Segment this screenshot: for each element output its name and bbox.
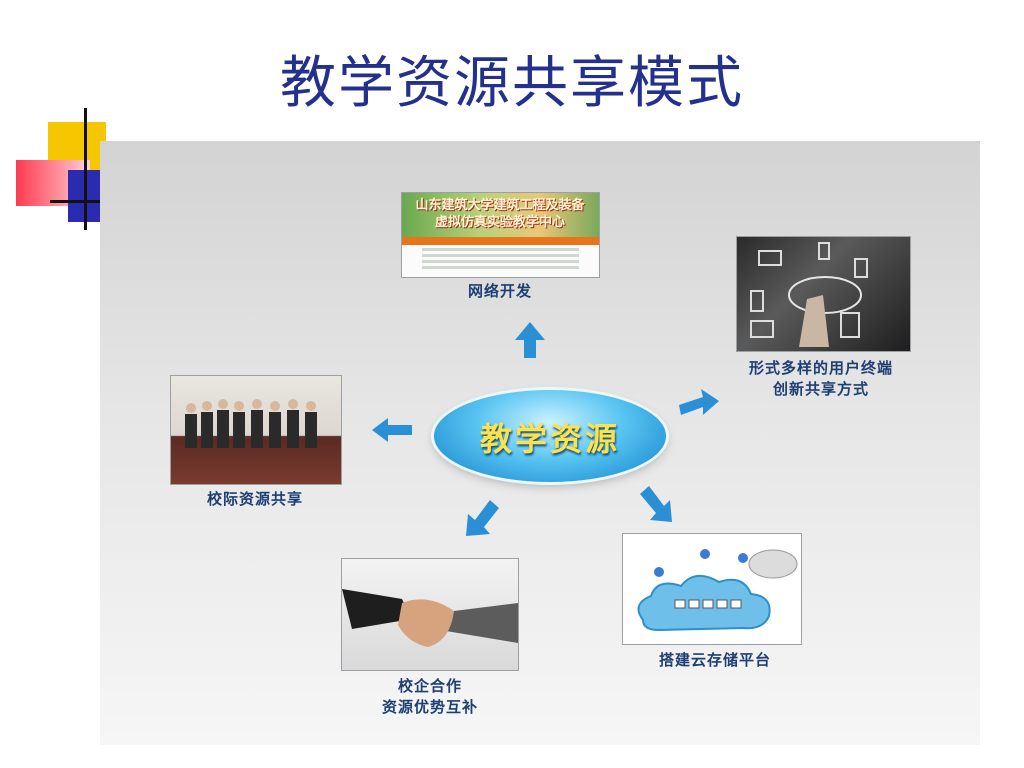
center-ellipse: 教学资源 xyxy=(434,390,666,482)
handshake-icon xyxy=(342,589,518,647)
website-navbar xyxy=(402,237,599,245)
deco-vertical-line xyxy=(84,108,87,230)
enterprise-handshake-photo xyxy=(341,558,519,671)
label-enterprise-line2: 资源优势互补 xyxy=(381,698,478,716)
arrow-up-icon xyxy=(515,322,545,358)
device-cloud-icon xyxy=(750,242,868,347)
label-enterprise: 校企合作 资源优势互补 xyxy=(340,676,520,718)
label-enterprise-line1: 校企合作 xyxy=(397,677,462,695)
label-user-terminal-line1: 形式多样的用户终端 xyxy=(748,359,893,377)
banner-line-2: 虚拟仿真实验教学中心 xyxy=(434,215,565,230)
label-inter-school: 校际资源共享 xyxy=(206,490,303,508)
label-user-terminal-line2: 创新共享方式 xyxy=(772,380,869,398)
arrow-down-right-icon xyxy=(640,486,672,522)
website-banner: 山东建筑大学建筑工程及装备 虚拟仿真实验教学中心 xyxy=(402,193,599,237)
cloud-storage-diagram xyxy=(622,533,802,645)
cloud-network-icon xyxy=(637,549,798,632)
user-terminal-image xyxy=(736,236,911,352)
label-cloud-storage: 搭建云存储平台 xyxy=(658,651,771,669)
school-exchange-photo xyxy=(170,375,342,485)
corner-decoration xyxy=(10,108,120,238)
arrow-right-icon xyxy=(679,389,719,415)
slide-title: 教学资源共享模式 xyxy=(280,51,744,116)
website-content xyxy=(402,245,599,277)
center-label: 教学资源 xyxy=(479,420,620,458)
deco-horizontal-line xyxy=(50,200,116,203)
arrow-left-icon xyxy=(372,418,412,442)
label-web-development: 网络开发 xyxy=(467,282,532,300)
banner-line-1: 山东建筑大学建筑工程及装备 xyxy=(415,198,585,213)
website-banner-text: 山东建筑大学建筑工程及装备 虚拟仿真实验教学中心 xyxy=(406,197,594,231)
website-thumbnail: 山东建筑大学建筑工程及装备 虚拟仿真实验教学中心 xyxy=(401,192,600,278)
arrow-down-left-icon xyxy=(466,500,499,536)
label-user-terminal: 形式多样的用户终端 创新共享方式 xyxy=(716,358,926,400)
people-group-icon xyxy=(185,399,317,448)
